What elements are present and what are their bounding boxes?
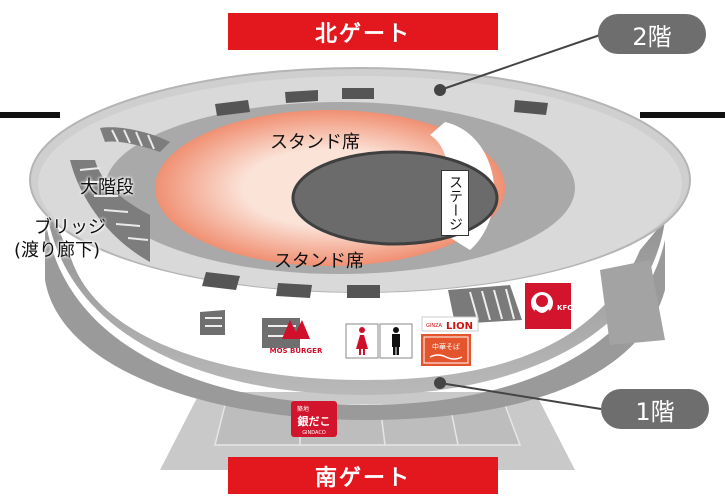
stage-label: ステージ xyxy=(441,170,469,236)
grand-stairs-label: 大階段 xyxy=(80,177,134,198)
svg-text:銀だこ: 銀だこ xyxy=(298,414,331,428)
rail-right xyxy=(640,112,725,118)
upper-vents xyxy=(215,88,548,116)
north-gate: 北ゲート xyxy=(228,13,498,50)
svg-text:KFC: KFC xyxy=(557,304,572,312)
mos-burger-logo: MOS BURGER xyxy=(270,320,323,355)
pointer-dot-icon xyxy=(434,84,446,96)
bridge-label: ブリッジ xyxy=(34,217,106,238)
restroom-female-icon xyxy=(356,327,368,355)
svg-text:GINDACO: GINDACO xyxy=(302,430,326,436)
ginza-lion-sign: GINZA LION xyxy=(421,316,479,332)
bridge-sub-label: (渡り廊下) xyxy=(14,240,101,261)
svg-text:築地: 築地 xyxy=(297,405,309,413)
south-gate: 南ゲート xyxy=(228,457,498,494)
svg-text:MOS BURGER: MOS BURGER xyxy=(270,347,323,355)
restroom-sign xyxy=(345,323,413,359)
stand-seats-label-top: スタンド席 xyxy=(270,132,360,153)
svg-text:GINZA: GINZA xyxy=(426,323,443,329)
stairs-icon xyxy=(200,285,522,348)
svg-text:中華そば: 中華そば xyxy=(432,342,460,351)
lower-vents xyxy=(202,272,380,298)
pointer-dot-icon xyxy=(434,377,446,389)
kfc-sign: KFC xyxy=(525,283,572,329)
grand-stairs xyxy=(70,127,170,262)
rail-left xyxy=(0,112,60,118)
stand-seats-label-bottom: スタンド席 xyxy=(274,251,364,272)
restroom-male-icon xyxy=(392,327,400,355)
svg-text:LION: LION xyxy=(446,321,473,332)
floor-1f-tag: 1階 xyxy=(601,389,709,429)
gindaco-sign: 築地 銀だこ GINDACO xyxy=(291,401,337,437)
right-annex xyxy=(600,260,665,345)
ramen-sign: 中華そば xyxy=(421,334,471,366)
floor-2f-tag: 2階 xyxy=(598,14,706,54)
